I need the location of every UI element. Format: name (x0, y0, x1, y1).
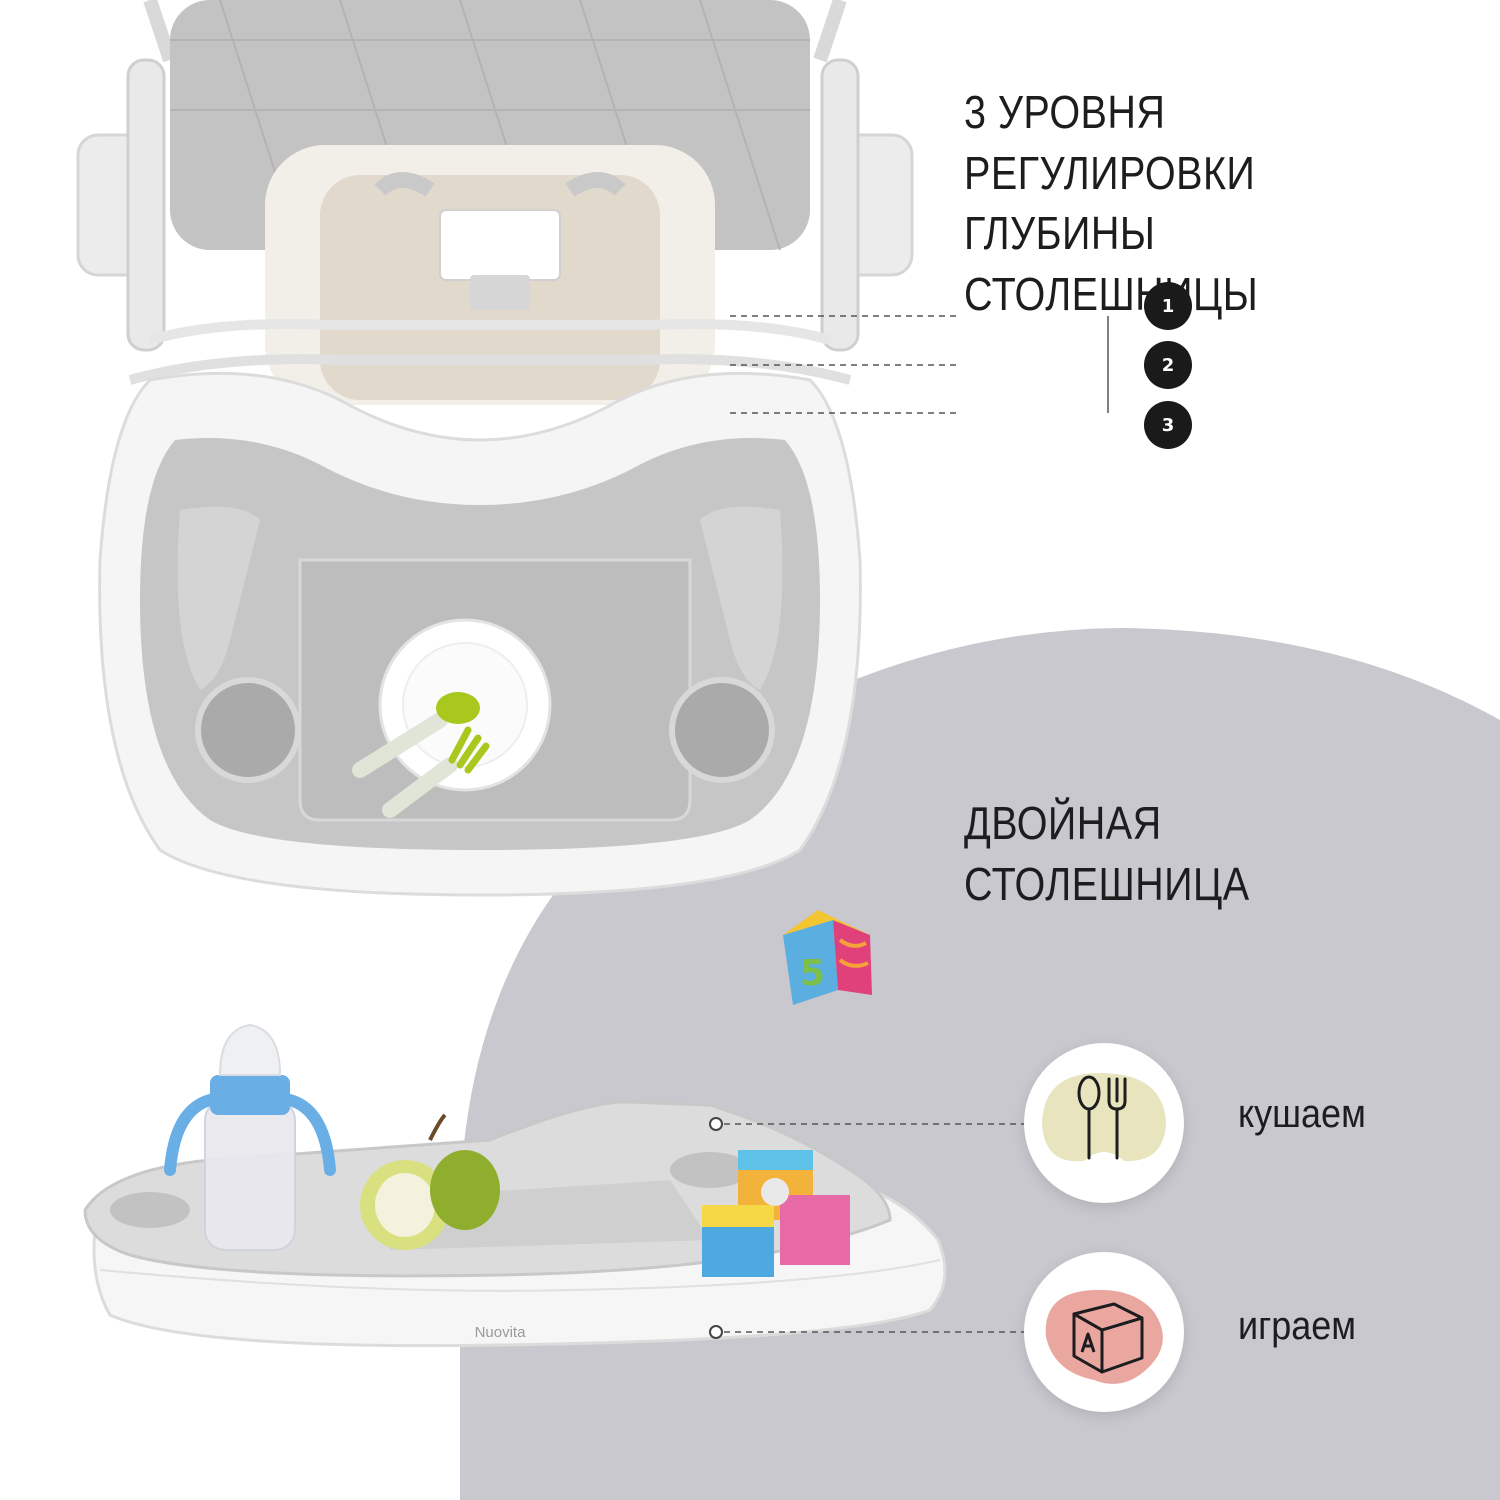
level-badge-2: 2 (1144, 341, 1192, 389)
depth-heading-line-2: ГЛУБИНЫ СТОЛЕШНИЦЫ (964, 207, 1259, 321)
play-label: играем (1238, 1304, 1357, 1348)
tray-heading-line-1: ДВОЙНАЯ (964, 797, 1162, 849)
cube-number: 5 (800, 953, 825, 994)
toy-block-icon (1072, 1302, 1144, 1374)
depth-heading-line-1: 3 УРОВНЯ РЕГУЛИРОВКИ (964, 86, 1256, 199)
fork-spoon-icon (1077, 1075, 1127, 1160)
level-badge-3: 3 (1144, 401, 1192, 449)
eat-label: кушаем (1238, 1092, 1366, 1136)
depth-bracket (1107, 316, 1109, 413)
double-tray-illustration: Nuovita (83, 1023, 947, 1348)
play-feature-circle (1024, 1252, 1184, 1412)
high-chair-illustration (76, 0, 960, 897)
level-badge-1: 1 (1144, 282, 1192, 330)
toy-cube-illustration: 5 (783, 910, 872, 1005)
feature-connectors (709, 1117, 1030, 1339)
double-tray-heading: ДВОЙНАЯ СТОЛЕШНИЦА (964, 793, 1250, 914)
eat-blob (1042, 1073, 1166, 1162)
brand-logo-text: Nuovita (475, 1324, 527, 1341)
eat-feature-circle (1024, 1043, 1184, 1203)
tray-heading-line-2: СТОЛЕШНИЦА (964, 857, 1250, 910)
depth-adjust-heading: 3 УРОВНЯ РЕГУЛИРОВКИ ГЛУБИНЫ СТОЛЕШНИЦЫ (964, 82, 1425, 325)
